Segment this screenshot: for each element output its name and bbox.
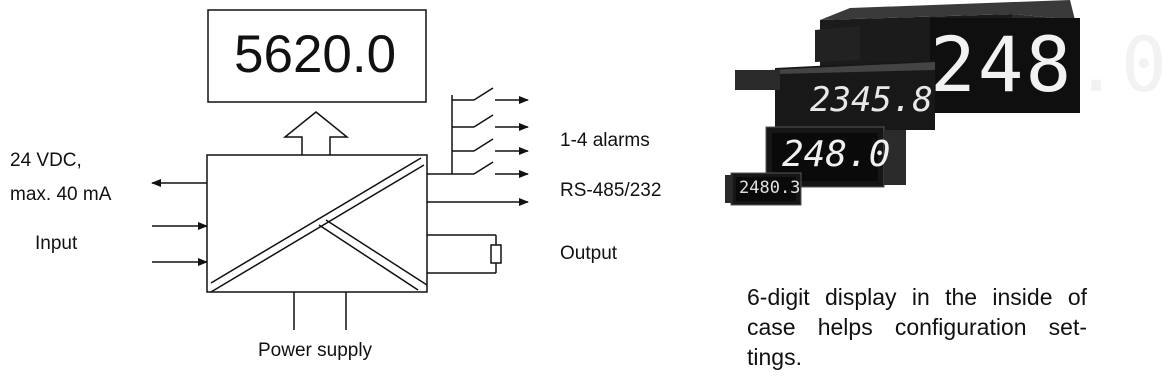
display-reading: 5620.0: [234, 25, 397, 84]
display-box: [207, 9, 427, 103]
supply-out-current-label: max. 40 mA: [10, 184, 112, 205]
display-arrow: [282, 111, 350, 155]
meter-reading-small: 248.0: [782, 134, 891, 175]
meter-reading-mid: 2345.8: [810, 80, 933, 120]
alarms-label: 1-4 alarms: [560, 130, 650, 151]
converter-diagonal: [210, 157, 428, 293]
serial-label: RS-485/232: [560, 180, 662, 201]
output-loop: [427, 234, 502, 274]
supply-out-label: 24 VDC,: [10, 150, 82, 171]
power-supply-label: Power supply: [258, 340, 373, 361]
meter-reading-large: 248.0: [930, 20, 1169, 109]
block-diagram: [151, 0, 1080, 330]
converter-box: [206, 154, 428, 293]
output-label: Output: [560, 243, 618, 264]
product-photo: [725, 0, 1080, 206]
meter-reading-smallest: 2480.3: [739, 178, 801, 198]
input-label: Input: [35, 233, 78, 254]
photo-caption: 6-digit display in the inside of case he…: [747, 284, 1087, 370]
alarm-contacts: [427, 87, 529, 178]
mid-meter: [775, 60, 935, 130]
